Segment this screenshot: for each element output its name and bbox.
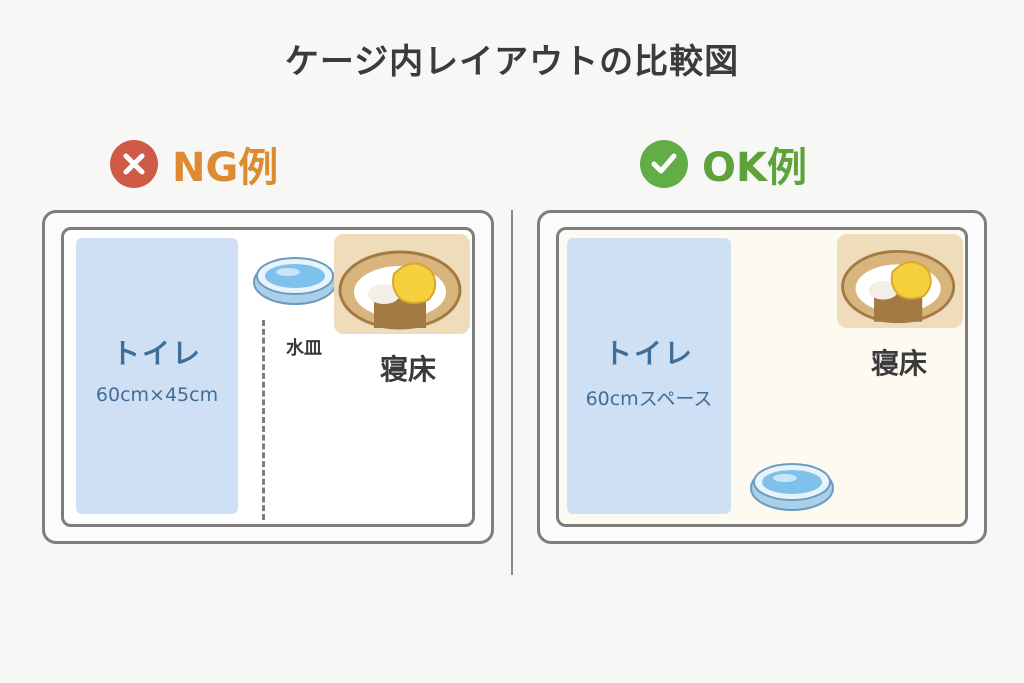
ng-bowl-label: 水皿 [286, 338, 322, 359]
pet-bed-icon [841, 249, 956, 324]
ok-heading: OK例 [640, 136, 807, 192]
ok-toilet-label: トイレ [603, 337, 694, 370]
ng-toilet-size: 60cm×45cm [95, 384, 219, 406]
ok-cage-floor: トイレ 60cmスペース 寝床 [556, 227, 968, 527]
page-title: ケージ内レイアウトの比較図 [284, 42, 740, 82]
ng-label: NG例 [172, 145, 279, 191]
check-icon [640, 140, 688, 188]
ok-bed-label: 寝床 [871, 347, 928, 380]
ok-toilet-area: トイレ 60cmスペース [567, 238, 731, 514]
ng-toilet-area: トイレ 60cm×45cm [76, 238, 238, 514]
ng-bed-label: 寝床 [380, 353, 437, 386]
ok-toilet-size: 60cmスペース [585, 388, 713, 410]
ok-label: OK例 [702, 145, 807, 191]
ng-bed-area [334, 234, 470, 334]
ng-heading: NG例 [110, 136, 278, 192]
ng-toilet-label: トイレ [111, 337, 202, 370]
center-divider [511, 210, 513, 575]
water-bowl-icon [253, 257, 337, 305]
ng-cage-floor: トイレ 60cm×45cm 水皿 寝床 [61, 227, 475, 527]
ok-bed-area [837, 234, 963, 328]
ng-divider-line [262, 320, 265, 520]
ok-cage: トイレ 60cmスペース 寝床 [537, 210, 987, 544]
water-bowl-icon [750, 463, 834, 511]
pet-bed-icon [338, 250, 462, 330]
ng-cage: トイレ 60cm×45cm 水皿 寝床 [42, 210, 494, 544]
cross-icon [110, 140, 158, 188]
